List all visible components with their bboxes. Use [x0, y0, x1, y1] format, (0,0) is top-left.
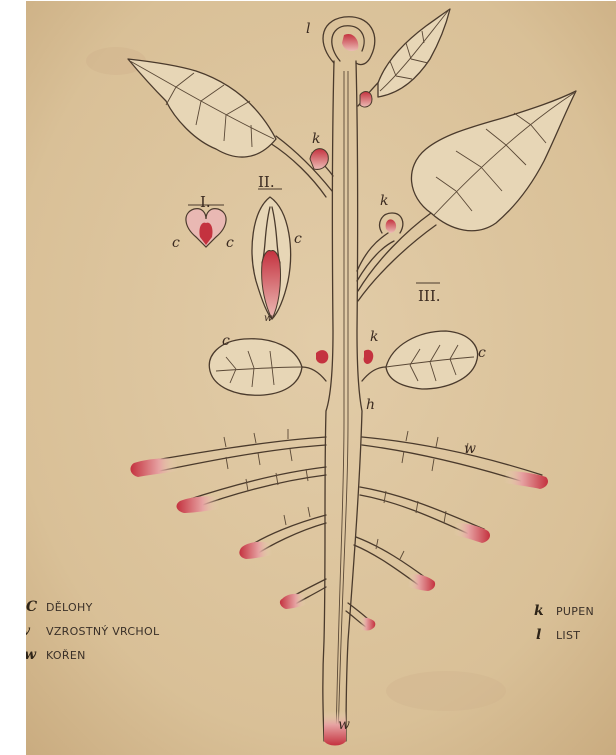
legend-right-letter-l: l — [536, 627, 541, 643]
label-k-right-bud: k — [380, 193, 388, 209]
legend-left-letter-w: w — [26, 647, 37, 663]
label-w-main-root: w — [338, 717, 350, 733]
legend-left-text-v: VZROSTNÝ VRCHOL — [46, 625, 160, 638]
label-c-inset-I-left: c — [172, 235, 180, 251]
legend-left-text-c: DĚLOHY — [46, 601, 93, 614]
label-w-root: w — [464, 441, 476, 457]
label-c-inset-II: c — [294, 231, 302, 247]
label-w-inset-II: w — [264, 313, 273, 324]
label-c-cotyledon-left: c — [222, 333, 230, 349]
label-c-cotyledon-right: c — [478, 345, 486, 361]
label-h: h — [366, 397, 375, 413]
label-c-inset-I-right: c — [226, 235, 234, 251]
plant-diagram: I. II. III. l k k k c c c c c h w w w C … — [26, 1, 616, 755]
legend-right-text-k: PUPEN — [556, 605, 594, 618]
legend-right-letter-k: k — [534, 603, 544, 619]
roman-numeral-III: III. — [418, 287, 441, 305]
legend-right-text-l: LIST — [556, 629, 580, 642]
label-l-apex: l — [306, 21, 310, 37]
label-k-left-bud: k — [312, 131, 320, 147]
legend-left-letter-c: C — [26, 599, 37, 615]
roman-numeral-II: II. — [258, 173, 275, 191]
label-k-cotyledon-bud: k — [370, 329, 378, 345]
bud-upper — [360, 92, 372, 107]
botanical-poster: I. II. III. l k k k c c c c c h w w w C … — [26, 1, 616, 755]
roman-numeral-I: I. — [200, 193, 211, 211]
legend-left-text-w: KOŘEN — [46, 649, 86, 662]
